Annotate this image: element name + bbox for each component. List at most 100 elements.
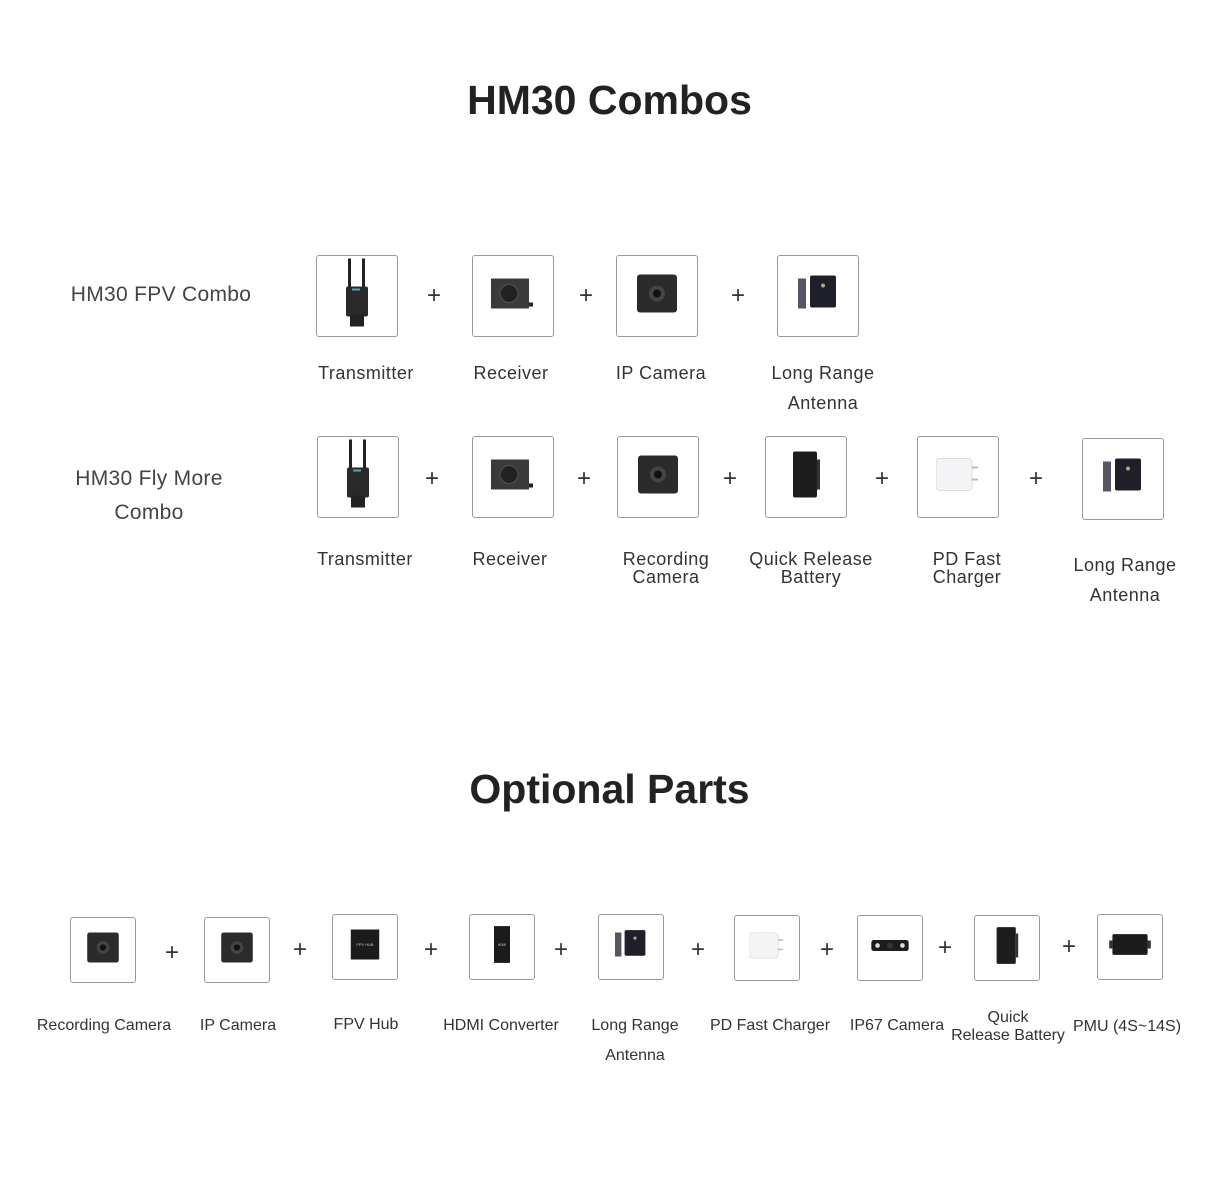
product-label-line: Camera — [632, 567, 700, 587]
camera-icon — [221, 932, 253, 968]
charger-icon — [935, 457, 980, 498]
product-label-line: Charger — [932, 567, 1002, 587]
transmitter-icon — [342, 258, 372, 334]
product-label-line: Long Range — [591, 1017, 679, 1034]
product-label: IP Camera — [616, 358, 706, 388]
plus-icon: + — [423, 936, 439, 963]
product-label-line: Antenna — [787, 393, 859, 413]
fly-more-combo-label: HM30 Fly More Combo — [30, 462, 268, 530]
plus-icon: + — [164, 939, 180, 966]
product-thumbnail — [857, 915, 923, 981]
product-label: FPV Hub — [334, 1010, 399, 1040]
product-label-line: Receiver — [473, 363, 549, 383]
product-thumbnail: HDMI — [469, 914, 535, 980]
product-label-line: Quick — [987, 1009, 1029, 1026]
product-label-line: Long Range — [771, 363, 875, 383]
battery-icon — [791, 451, 821, 503]
product-thumbnail — [598, 914, 664, 980]
product-label-line: Antenna — [1089, 585, 1161, 605]
product-label-line: Antenna — [605, 1047, 665, 1064]
hdmi-converter-icon: HDMI — [494, 926, 510, 968]
product-label-line: Long Range — [1073, 555, 1177, 575]
fly-more-label-line: HM30 Fly More — [75, 467, 223, 490]
product-label: Receiver — [473, 358, 548, 388]
combos-title: HM30 Combos — [467, 77, 752, 123]
camera-icon — [87, 932, 119, 968]
plus-icon: + — [292, 936, 308, 963]
plus-icon: + — [426, 282, 442, 309]
ip67-camera-icon — [871, 939, 909, 958]
product-label: Receiver — [472, 550, 547, 568]
plus-icon: + — [937, 934, 953, 961]
product-thumbnail — [472, 436, 554, 518]
product-label-line: Receiver — [472, 549, 548, 569]
plus-icon: + — [424, 465, 440, 492]
product-label-line: Transmitter — [318, 363, 414, 383]
fly-more-label-line: Combo — [114, 501, 184, 524]
product-label-line: Transmitter — [317, 549, 413, 569]
svg-text:FPV HUB: FPV HUB — [356, 942, 373, 947]
product-label-line: HDMI Converter — [443, 1017, 559, 1034]
plus-icon: + — [690, 936, 706, 963]
plus-icon: + — [722, 465, 738, 492]
fpv-hub-icon: FPV HUB — [350, 929, 380, 965]
product-label-line: Release Battery — [951, 1027, 1065, 1044]
product-label: Transmitter — [318, 358, 414, 388]
product-label: HDMI Converter — [443, 1011, 559, 1041]
product-thumbnail — [1097, 914, 1163, 980]
product-label-line: PD Fast — [932, 549, 1002, 569]
svg-text:HDMI: HDMI — [498, 943, 506, 947]
plus-icon: + — [1061, 933, 1077, 960]
product-label: PD Fast Charger — [710, 1011, 830, 1041]
product-thumbnail: FPV HUB — [332, 914, 398, 980]
product-label-line: PD Fast Charger — [709, 1017, 831, 1034]
product-thumbnail — [617, 436, 699, 518]
plus-icon: + — [578, 282, 594, 309]
plus-icon: + — [874, 465, 890, 492]
product-thumbnail — [917, 436, 999, 518]
transmitter-icon — [343, 439, 373, 515]
product-label: PMU (4S~14S) — [1073, 1012, 1181, 1042]
product-label: Recording Camera — [37, 1011, 171, 1041]
receiver-icon — [491, 458, 535, 497]
product-label: Transmitter — [317, 550, 413, 568]
product-thumbnail — [974, 915, 1040, 981]
product-thumbnail — [317, 436, 399, 518]
receiver-icon — [491, 277, 535, 316]
camera-icon — [637, 274, 677, 318]
product-thumbnail — [316, 255, 398, 337]
product-label-line: IP67 Camera — [849, 1017, 945, 1034]
battery-icon — [995, 927, 1019, 969]
plus-icon: + — [730, 282, 746, 309]
antenna-icon — [1103, 458, 1143, 500]
product-thumbnail — [1082, 438, 1164, 520]
plus-icon: + — [819, 936, 835, 963]
product-thumbnail — [472, 255, 554, 337]
product-thumbnail — [70, 917, 136, 983]
product-thumbnail — [734, 915, 800, 981]
product-label: IP Camera — [200, 1011, 276, 1041]
product-label-line: PMU (4S~14S) — [1072, 1018, 1182, 1035]
product-thumbnail — [765, 436, 847, 518]
product-label-line: Battery — [780, 567, 842, 587]
plus-icon: + — [1028, 465, 1044, 492]
product-label-line: FPV Hub — [333, 1016, 399, 1033]
camera-icon — [638, 455, 678, 499]
product-label-line: Recording — [622, 549, 710, 569]
product-label-line: IP Camera — [199, 1017, 277, 1034]
plus-icon: + — [553, 936, 569, 963]
pmu-icon — [1109, 933, 1151, 962]
charger-icon — [749, 931, 785, 965]
product-label-line: Recording Camera — [36, 1017, 172, 1034]
product-label-line: Quick Release — [749, 549, 873, 569]
product-label: IP67 Camera — [850, 1011, 944, 1041]
fpv-combo-label: HM30 FPV Combo — [70, 283, 252, 306]
